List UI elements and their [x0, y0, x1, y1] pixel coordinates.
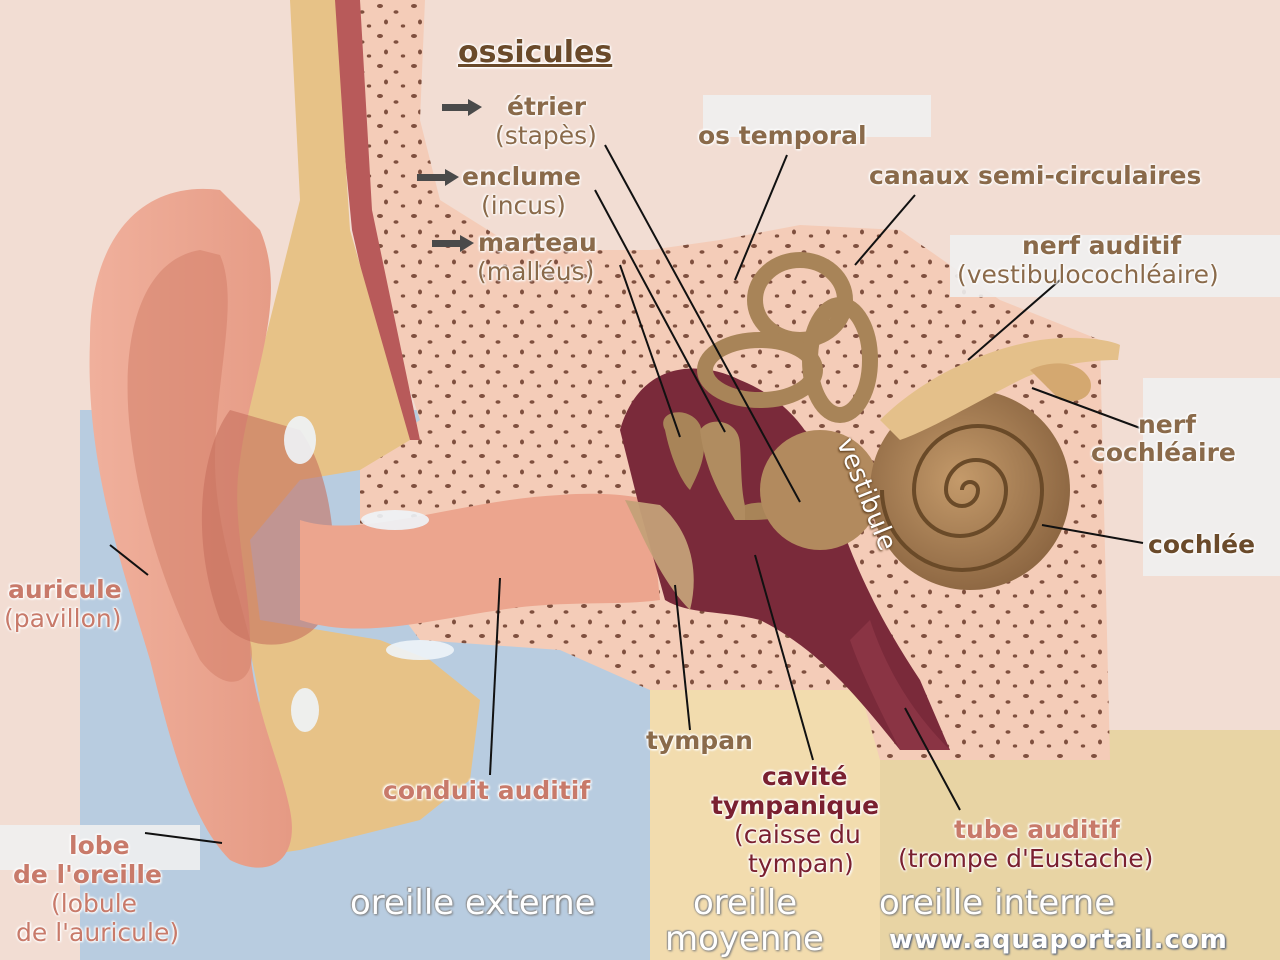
middle-ear-zone-label-1: oreille	[693, 883, 798, 923]
stapes-latin-label: (stapès)	[495, 121, 597, 150]
incus-latin-label: (incus)	[481, 191, 566, 220]
stapes-label: étrier	[507, 92, 587, 121]
cochlear-nerve-label-2: cochléaire	[1091, 438, 1236, 467]
eardrum	[625, 500, 694, 610]
inner-ear-zone	[880, 730, 1280, 960]
lobule-label-1: (lobule	[51, 889, 138, 918]
semicircular-canals-label: canaux semi-circulaires	[869, 161, 1202, 190]
label-box	[950, 235, 1280, 297]
incus	[700, 421, 750, 520]
middle-ear-zone	[650, 640, 880, 960]
tympanic-cavity-alt-label-2: tympan)	[748, 849, 854, 878]
auditory-nerve-label: nerf auditif	[1022, 231, 1182, 260]
malleus	[663, 412, 705, 490]
semicircular-canals	[697, 252, 878, 423]
earlobe-label-1: lobe	[69, 831, 130, 860]
pavilion-label: (pavillon)	[4, 604, 122, 633]
watermark-link[interactable]: www.aquaportail.com	[889, 925, 1228, 955]
eustachian-tube-alt-label: (trompe d'Eustache)	[898, 844, 1154, 873]
arrow-icon	[442, 99, 482, 116]
outer-ear-zone-label: oreille externe	[350, 883, 596, 923]
cochlea-label: cochlée	[1148, 530, 1256, 559]
vestibulocochlear-label: (vestibulocochléaire)	[957, 260, 1219, 289]
auricle-label: auricule	[8, 575, 122, 604]
temporal-bone-label: os temporal	[698, 121, 867, 150]
label-box	[0, 825, 200, 870]
ear-canal-label: conduit auditif	[383, 776, 591, 805]
label-box	[1143, 378, 1280, 576]
cochlear-nerve-label-1: nerf	[1138, 410, 1196, 439]
auricle-tissue	[220, 0, 480, 860]
ossicles-title: ossicules	[458, 35, 613, 70]
cartilage-highlight	[361, 510, 429, 530]
malleus-label: marteau	[478, 228, 597, 257]
eustachian-tube-label: tube auditif	[954, 815, 1120, 844]
eustachian-tube	[850, 620, 950, 750]
cartilage-highlight	[386, 640, 454, 660]
vestibule-body	[760, 430, 880, 550]
arrow-icon	[417, 169, 459, 186]
tympanic-cavity-alt-label-1: (caisse du	[734, 820, 861, 849]
cartilage-highlight	[291, 688, 319, 732]
incus-label: enclume	[462, 162, 581, 191]
eardrum-label: tympan	[646, 726, 753, 755]
earlobe-label-2: de l'oreille	[13, 860, 162, 889]
malleus-latin-label: (malléus)	[477, 257, 595, 286]
lobule-label-2: de l'auricule)	[16, 918, 180, 947]
cartilage-highlight	[284, 416, 316, 464]
muscle-strip	[330, 0, 420, 440]
cochlea-spiral	[880, 424, 1045, 572]
tympanic-cavity-label-1: cavité	[762, 762, 848, 791]
tympanic-cavity-label-2: tympanique	[711, 791, 880, 820]
arrow-icon	[432, 235, 474, 252]
label-box	[703, 95, 931, 137]
cochlear-nerve-branch	[1030, 363, 1091, 402]
vestibulocochlear-nerve	[880, 337, 1120, 440]
leader-lines	[109, 144, 1144, 844]
middle-ear-zone-label-2: moyenne	[665, 919, 824, 959]
inner-ear-zone-label: oreille interne	[879, 883, 1116, 923]
